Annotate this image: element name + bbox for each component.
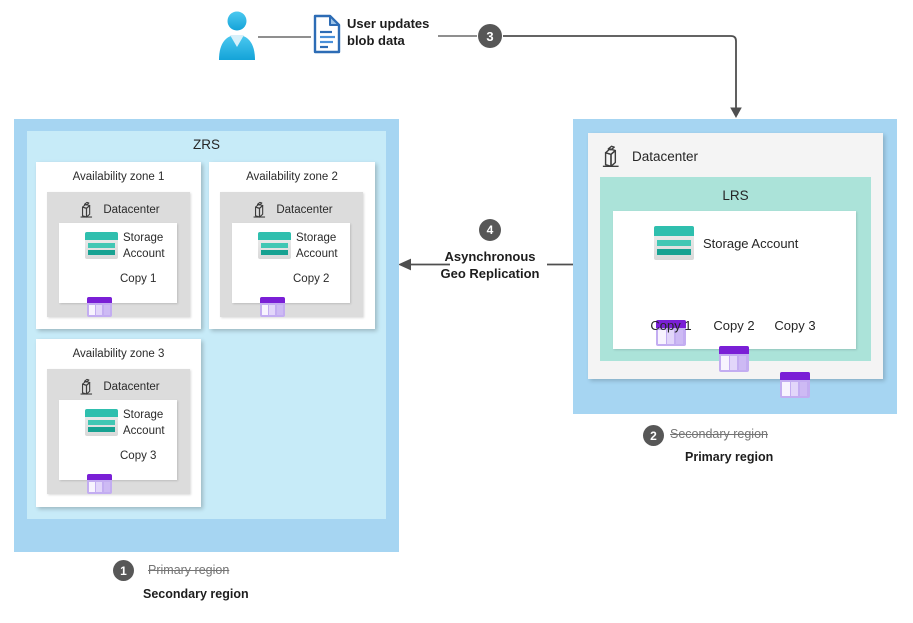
availability-zone-3: Availability zone 3 Datacen bbox=[36, 339, 201, 507]
copy-label: Copy 2 bbox=[713, 318, 755, 333]
storage-account-icon bbox=[85, 409, 118, 436]
previous-role-label: Secondary region bbox=[670, 427, 768, 441]
current-role-label: Primary region bbox=[685, 450, 774, 464]
previous-role-label: Primary region bbox=[148, 563, 230, 577]
copy-icon bbox=[260, 297, 285, 317]
current-role-label: Secondary region bbox=[143, 587, 249, 601]
storage-account-label: Storage Account bbox=[123, 409, 165, 437]
lrs-box: LRS Storage Account Copy 1 bbox=[600, 177, 871, 398]
datacenter-icon bbox=[80, 201, 93, 218]
zone-datacenter-box: Datacenter Storage Account Copy 1 bbox=[47, 192, 190, 317]
document-icon bbox=[313, 14, 341, 54]
user-icon bbox=[219, 11, 255, 60]
storage-account-label: Storage Account bbox=[703, 236, 799, 251]
replication-label-line1: Asynchronous bbox=[444, 249, 536, 264]
primary-region-box: Datacenter LRS Storage Account bbox=[573, 119, 897, 414]
step-badge-3: 3 bbox=[478, 24, 502, 48]
availability-zone-2: Availability zone 2 Datacen bbox=[209, 162, 375, 329]
storage-account-icon bbox=[85, 232, 118, 259]
user-updates-label: User updates blob data bbox=[347, 16, 430, 48]
storage-account-label: Storage Account bbox=[296, 232, 338, 260]
step-badge-4: 4 bbox=[479, 219, 501, 241]
replication-label-line2: Geo Replication bbox=[440, 266, 540, 281]
datacenter-icon bbox=[253, 201, 266, 218]
zone-datacenter-label: Datacenter bbox=[103, 203, 160, 216]
step-badge-1: 1 bbox=[113, 560, 134, 581]
zone-title: Availability zone 3 bbox=[72, 348, 165, 360]
zone-content-box: Storage Account Copy 1 bbox=[59, 223, 177, 317]
datacenter-label: Datacenter bbox=[632, 149, 699, 164]
copy-icon bbox=[87, 474, 112, 494]
copy-icon bbox=[719, 346, 749, 372]
zone-title: Availability zone 2 bbox=[246, 171, 338, 183]
zone-title: Availability zone 1 bbox=[72, 171, 165, 183]
datacenter-icon bbox=[602, 145, 619, 167]
copy-label: Copy 3 bbox=[774, 318, 816, 333]
copy-label: Copy 3 bbox=[120, 450, 157, 462]
zrs-box: ZRS Availability zone 1 bbox=[27, 131, 386, 519]
zrs-title: ZRS bbox=[193, 137, 220, 152]
secondary-region-box: ZRS Availability zone 1 bbox=[14, 119, 399, 552]
copy-icon bbox=[87, 297, 112, 317]
zone-content-box: Storage Account Copy 2 bbox=[232, 223, 350, 317]
arrowhead-left bbox=[398, 258, 411, 271]
copy-label: Copy 1 bbox=[120, 273, 157, 285]
availability-zone-1: Availability zone 1 Datacen bbox=[36, 162, 201, 329]
storage-account-icon bbox=[654, 226, 694, 260]
step-badge-2: 2 bbox=[643, 425, 664, 446]
zone-datacenter-box: Datacenter Storage Account Copy 3 bbox=[47, 369, 190, 494]
replication-label: Asynchronous Geo Replication bbox=[430, 248, 550, 282]
datacenter-icon bbox=[80, 378, 93, 395]
storage-account-icon bbox=[258, 232, 291, 259]
datacenter-box: Datacenter LRS Storage Account bbox=[588, 133, 883, 398]
arrowhead-down bbox=[730, 107, 742, 118]
storage-account-label: Storage Account bbox=[123, 232, 165, 260]
zone-datacenter-label: Datacenter bbox=[103, 380, 160, 393]
copy-label: Copy 2 bbox=[293, 273, 330, 285]
copy-icon bbox=[780, 372, 810, 398]
zone-datacenter-box: Datacenter Storage Account Copy 2 bbox=[220, 192, 363, 317]
zone-content-box: Storage Account Copy 3 bbox=[59, 400, 177, 494]
zone-datacenter-label: Datacenter bbox=[276, 203, 333, 216]
lrs-title: LRS bbox=[722, 188, 749, 203]
copy-label: Copy 1 bbox=[650, 318, 692, 333]
copy-icon bbox=[656, 320, 686, 346]
lrs-content-box: Storage Account Copy 1 Copy 2 Copy 3 bbox=[613, 211, 856, 398]
